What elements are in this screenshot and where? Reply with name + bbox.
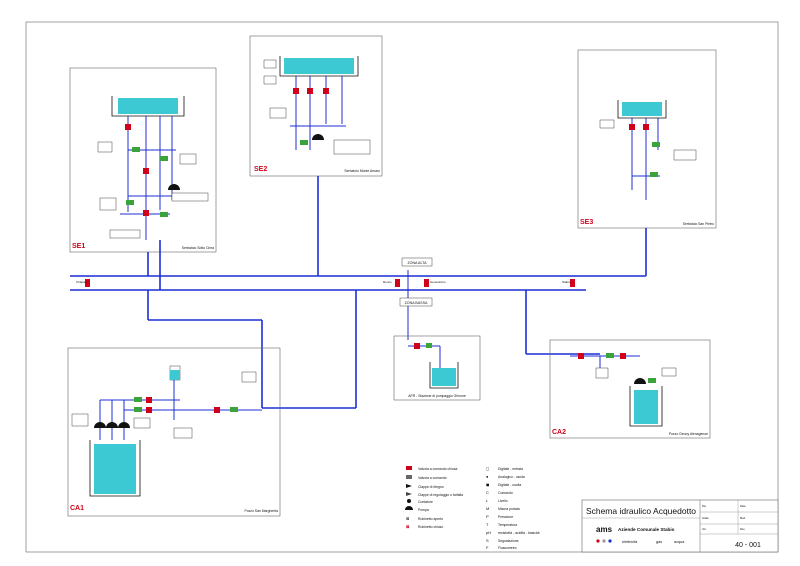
legend2-sym: S: [486, 538, 489, 543]
meter-icon: [407, 499, 411, 503]
legend-label: Pompa: [418, 508, 429, 512]
legend2-label: Comando: [498, 491, 513, 495]
field-label: Dis.: [702, 504, 707, 508]
legend2-sym: pH: [486, 530, 491, 535]
se1-code: SE1: [72, 243, 85, 250]
regulating-valve-icon: [406, 492, 412, 496]
service-label: elettricità: [622, 540, 638, 544]
legend2-label: Digitale - uscita: [498, 483, 521, 487]
legend2-sym: L: [486, 498, 489, 503]
drawing-number: 40 - 001: [735, 542, 761, 549]
drawing-frame: [25, 21, 779, 553]
section-apr: APR - Stazione di pompaggio Ghirone: [393, 335, 481, 401]
tank-se3: [622, 102, 662, 116]
tank-ca2: [634, 390, 658, 424]
apr-name: APR - Stazione di pompaggio Ghirone: [408, 394, 466, 398]
ca1-name: Pozzo San Margherita: [244, 509, 278, 513]
legend-label: Valvola a comando: [418, 476, 447, 480]
field-label: Ver.: [702, 527, 707, 531]
drawing-title: Schema idraulico Acquedotto: [586, 506, 696, 516]
section-se3: SE3 Serbatoio San Pietro: [577, 49, 717, 229]
valve-closed-icon: [406, 466, 412, 470]
field-label: Mod.: [740, 516, 746, 520]
legend-label: Rubinetto aperto: [418, 517, 443, 521]
pump-icon: [312, 134, 324, 140]
legend2-sym: M: [486, 506, 489, 511]
company-logo: ams: [596, 525, 613, 534]
pump-icon: [405, 506, 413, 510]
se3-code: SE3: [580, 219, 593, 226]
valve-open-mark-icon: ⊠: [406, 516, 409, 521]
company-name: Aziende Comunale Stabio: [618, 527, 675, 532]
section-se2: SE2 Serbatoio Monte Amaro: [249, 35, 383, 177]
service-dot-icon: [608, 539, 612, 543]
check-valve-icon: [406, 484, 412, 488]
legend-label: Clappe di regolaggio o farfalla: [418, 493, 463, 497]
zone-bassa-label: ZONA BASSA: [405, 301, 428, 305]
legend2-sym: ◻: [486, 466, 489, 471]
pipe-label-right: Stabio: [562, 280, 571, 284]
service-dot-icon: [596, 539, 600, 543]
field-label: Scala: [702, 516, 709, 520]
field-label: Rev.: [740, 527, 745, 531]
pipe-label-mid2: Genestrerio: [430, 280, 446, 284]
service-label: acqua: [674, 540, 685, 544]
valve-closed-mark-icon: ⊠: [406, 524, 410, 529]
legend-label: Valvola a comando chiusa: [418, 467, 457, 471]
zone-alta-label: ZONA ALTA: [407, 261, 427, 265]
pipe-label-left: Chiasso: [76, 280, 87, 284]
se3-name: Serbatoio San Pietro: [683, 222, 714, 226]
field-label: Data: [740, 504, 746, 508]
legend2-label: resistività - acidità - basicità: [498, 531, 540, 535]
tank-apr: [432, 368, 456, 386]
section-ca2: CA2 Pozzo Genoy Alenagenoe: [549, 339, 711, 439]
legend2-label: Misura portata: [498, 507, 520, 511]
legend2-label: Temperatura: [498, 523, 517, 527]
title-block: Schema idraulico Acquedotto ams Aziende …: [581, 499, 779, 553]
legend2-sym: ●: [486, 474, 489, 479]
main-pipes: Chiasso Ronco Genestrerio Stabio ZONA AL…: [70, 176, 647, 409]
legend2-label: Flussometro: [498, 546, 517, 550]
legend-label: Contatore: [418, 500, 433, 504]
tank-ca1: [94, 444, 136, 494]
ca1-code: CA1: [70, 505, 84, 512]
se2-code: SE2: [254, 166, 267, 173]
legend2-sym: ◼: [486, 482, 489, 487]
se2-name: Serbatoio Monte Amaro: [344, 169, 380, 173]
legend2-label: Pressione: [498, 515, 513, 519]
service-label: gas: [656, 540, 662, 544]
legend-col1: ⊠ ⊠ Valvola a comando chiusa Valvola a c…: [405, 466, 463, 529]
ca2-code: CA2: [552, 429, 566, 436]
legend2-sym: T: [486, 522, 489, 527]
tank-se2: [284, 58, 354, 74]
se1-name: Serbatoio Sotto Cima: [182, 246, 214, 250]
pipe-label-mid: Ronco: [383, 280, 392, 284]
legend: ⊠ ⊠ Valvola a comando chiusa Valvola a c…: [405, 466, 540, 550]
legend2-sym: C: [486, 490, 489, 495]
tank-se1: [118, 98, 178, 114]
valve-open-icon: [406, 475, 412, 479]
legend2-sym: F: [486, 545, 489, 550]
legend-col2: ◻ ● ◼ C L M P T pH S F Digitale - entrat…: [486, 466, 540, 550]
pump-icon: [168, 184, 180, 190]
legend2-sym: P: [486, 514, 489, 519]
legend2-label: Digitale - entrata: [498, 467, 523, 471]
service-dot-icon: [602, 539, 606, 543]
section-se1: SE1 Serbatoio Sotto Cima: [69, 67, 217, 253]
legend2-label: Livello: [498, 499, 508, 503]
legend-label: Rubinetto chiuso: [418, 525, 443, 529]
legend2-label: Analogico - uscita: [498, 475, 525, 479]
legend-label: Clappe di ritegno: [418, 485, 444, 489]
section-ca1: CA1 Pozzo San Margherita: [67, 347, 281, 517]
ca2-name: Pozzo Genoy Alenagenoe: [669, 432, 708, 436]
legend2-label: Segnalazione: [498, 539, 519, 543]
